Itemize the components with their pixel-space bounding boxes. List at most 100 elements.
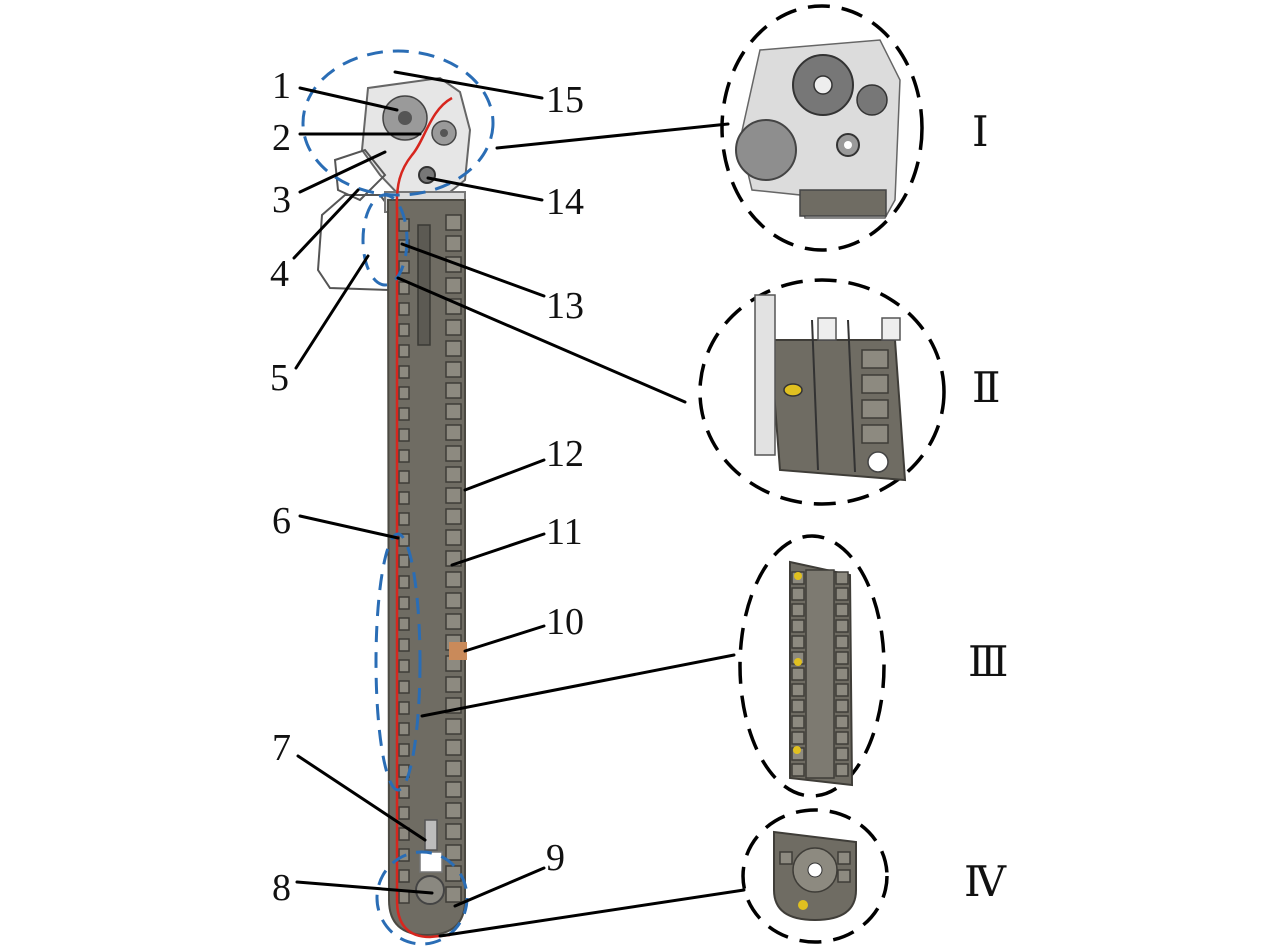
highlight-region-drive xyxy=(301,49,495,197)
rail-cell xyxy=(445,361,462,378)
rail-cell-left xyxy=(398,659,410,673)
lower-clip xyxy=(424,819,438,851)
detail-label-1: Ⅰ xyxy=(972,110,989,156)
detail-2-hole xyxy=(867,451,889,473)
callout-1: 1 xyxy=(272,65,291,107)
rail-cell-left xyxy=(398,491,410,505)
rail-cell-left xyxy=(398,617,410,631)
detail-4-pulley-hub xyxy=(807,862,823,878)
detail-2-tab-a xyxy=(817,317,837,341)
detail-3-cell xyxy=(835,699,849,713)
large-gear-hub xyxy=(398,111,412,125)
highlight-region-bracket xyxy=(361,193,409,287)
rail-cell-left xyxy=(398,890,410,904)
rail-cell-left xyxy=(398,407,410,421)
rail-cell xyxy=(445,802,462,819)
detail-3-cell xyxy=(835,763,849,777)
detail-link-4 xyxy=(438,888,746,938)
detail-3-cell xyxy=(835,603,849,617)
highlight-region-rail xyxy=(374,532,422,792)
detail-3-cell xyxy=(791,667,805,681)
top-pulley xyxy=(418,166,436,184)
detail-3-cell xyxy=(835,571,849,585)
detail-circle-3 xyxy=(738,534,886,798)
main-assembly xyxy=(316,76,472,939)
rail-cell-left xyxy=(398,323,410,337)
detail-2-cell-b xyxy=(861,374,889,394)
rail-cell xyxy=(445,571,462,588)
detail-4-cell-c xyxy=(837,869,851,883)
rail-cell-left xyxy=(398,722,410,736)
detail-3-cell xyxy=(791,603,805,617)
detail-circle-4 xyxy=(741,808,889,944)
callout-8: 8 xyxy=(272,867,291,909)
detail-3-cell-strip xyxy=(791,571,849,777)
rail-cell xyxy=(445,613,462,630)
rail-cell-left xyxy=(398,575,410,589)
rail-cell-left xyxy=(398,470,410,484)
detail-view-4 xyxy=(741,808,889,944)
detail-label-4: Ⅳ xyxy=(964,860,1007,906)
leader-15 xyxy=(393,70,544,100)
detail-3-cell xyxy=(835,683,849,697)
callout-9: 9 xyxy=(546,837,565,879)
callout-6: 6 xyxy=(272,500,291,542)
leader-10 xyxy=(463,624,546,653)
rail-cell-left xyxy=(398,869,410,883)
detail-3-cell xyxy=(791,731,805,745)
leader-14 xyxy=(426,176,544,202)
leader-5 xyxy=(294,254,370,370)
detail-view-2 xyxy=(698,278,946,506)
rail-cell xyxy=(445,382,462,399)
highlight-regions xyxy=(301,49,495,946)
detail-1-small-gear-icon xyxy=(856,84,888,116)
rail-cell-left xyxy=(398,701,410,715)
detail-link-1 xyxy=(495,122,730,150)
detail-3-cell xyxy=(791,619,805,633)
rail-cell-left xyxy=(398,827,410,841)
rail-cell-left xyxy=(398,554,410,568)
leader-11 xyxy=(450,532,546,567)
detail-4-marker xyxy=(798,900,808,910)
detail-2-bracket xyxy=(754,294,776,456)
leader-8 xyxy=(295,880,434,895)
detail-2-groove-b xyxy=(847,319,856,473)
rail-cell xyxy=(445,424,462,441)
detail-3-cell xyxy=(791,763,805,777)
callout-12: 12 xyxy=(546,433,584,475)
rail-cell xyxy=(445,403,462,420)
rail-cell xyxy=(445,466,462,483)
detail-3-center-channel xyxy=(805,569,835,779)
detail-3-cell xyxy=(791,635,805,649)
leader-lines xyxy=(292,70,746,938)
rail-cell-left xyxy=(398,785,410,799)
rail-cell-left xyxy=(398,281,410,295)
lower-block xyxy=(419,851,443,873)
detail-3-cell xyxy=(791,683,805,697)
rail-cell xyxy=(445,508,462,525)
rail-cell xyxy=(445,529,462,546)
detail-3-cell xyxy=(835,619,849,633)
detail-1-pulley-hub xyxy=(844,141,852,149)
rail-cell xyxy=(445,676,462,693)
leader-4 xyxy=(292,188,360,260)
rail-cell-left xyxy=(398,428,410,442)
detail-3-cell xyxy=(835,635,849,649)
detail-2-groove-a xyxy=(811,319,819,471)
rail-cell xyxy=(445,739,462,756)
callout-4: 4 xyxy=(270,253,289,295)
drive-cable xyxy=(395,96,453,939)
detail-3-marker-c xyxy=(793,746,801,754)
leader-6 xyxy=(298,514,400,540)
callout-11: 11 xyxy=(546,511,583,553)
rail-cell-left xyxy=(398,386,410,400)
detail-2-cell-d xyxy=(861,424,889,444)
rail-cell xyxy=(445,886,462,903)
callout-10: 10 xyxy=(546,601,584,643)
rail-cell-left xyxy=(398,806,410,820)
leader-13 xyxy=(400,242,546,298)
rail-cell-left xyxy=(398,638,410,652)
detail-2-cell-c xyxy=(861,399,889,419)
detail-3-cell xyxy=(835,731,849,745)
